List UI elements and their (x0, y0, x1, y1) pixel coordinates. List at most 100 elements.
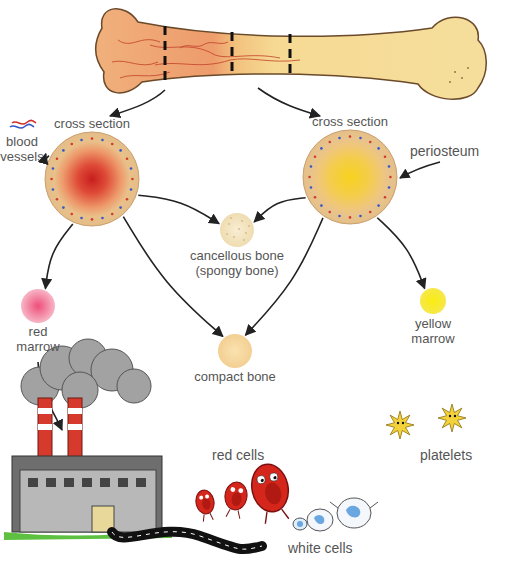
window (100, 478, 110, 487)
pore-dot (461, 77, 463, 79)
vessel-dot (101, 217, 104, 220)
vessel-dot (328, 141, 331, 144)
chimney-stripe (68, 408, 82, 414)
node-shape (42, 131, 142, 227)
node-shape (175, 212, 299, 248)
vessel-dot (384, 155, 387, 158)
sponge-pore (226, 233, 228, 235)
vessel-dot (314, 155, 317, 158)
vessel-dot (320, 147, 323, 150)
node-label: yellow marrow (405, 316, 461, 346)
sample-disc (218, 334, 252, 368)
red-cell (194, 489, 217, 523)
vessel-dot (70, 213, 73, 216)
vessel-dot (56, 198, 59, 201)
node-label: red marrow (12, 324, 64, 354)
cell-label: white cells (288, 540, 353, 556)
cell-body (247, 461, 292, 515)
platelet-eye (397, 422, 399, 424)
chimney-stripe (38, 424, 52, 430)
vessel-dot (359, 215, 362, 218)
cell-eye (256, 475, 265, 484)
cell-nucleus (346, 506, 360, 518)
cross-section-circle: cross section (300, 114, 400, 225)
sponge-pore (238, 228, 240, 230)
vessel-dot (359, 137, 362, 140)
node-shape (12, 288, 64, 324)
node-shape (0, 118, 44, 134)
vessel-dot (377, 204, 380, 207)
tissue-sample-circle: cancellous bone (spongy bone) (175, 212, 299, 278)
vessel-dot (52, 188, 55, 191)
window (28, 478, 38, 487)
tissue-sample-circle: red marrow (12, 288, 64, 354)
platelet-eye (402, 422, 404, 424)
cell-eye (238, 488, 243, 493)
cell-nucleus (297, 521, 303, 527)
cell-leg (226, 509, 230, 517)
red-cell (222, 481, 249, 520)
vessel-dot (80, 217, 83, 220)
platelet-eye (449, 415, 451, 417)
road-marking (112, 532, 262, 549)
vessel-line (155, 59, 300, 65)
node-label: cancellous bone (spongy bone) (175, 248, 299, 278)
vessel-dot (101, 139, 104, 142)
bone-pores (449, 67, 469, 83)
cell-leg (237, 510, 241, 518)
sample-disc (303, 130, 397, 224)
vessel-dot (369, 141, 372, 144)
sponge-pore (230, 217, 232, 219)
vessel-line (150, 45, 280, 58)
cell-body (223, 481, 249, 512)
arrow-connector (45, 224, 72, 288)
vessel-dot (388, 165, 391, 168)
pore-dot (449, 81, 451, 83)
factory-building (12, 456, 162, 532)
window (64, 478, 74, 487)
vessel-dot (349, 135, 352, 138)
sample-disc (45, 132, 139, 226)
sponge-pore (241, 220, 243, 222)
node-label: cross section (300, 114, 400, 129)
vessel-dot (310, 165, 313, 168)
cut-line (164, 26, 167, 80)
cut-lines (165, 26, 290, 80)
chimney-stripe (68, 424, 82, 430)
vessel-dot (389, 176, 392, 179)
white-cell (293, 518, 307, 530)
vessel-dot (50, 178, 53, 181)
vessel-dot (131, 178, 134, 181)
cut-line (231, 32, 234, 76)
sponge-pore (248, 225, 250, 227)
arrow-connector (45, 154, 49, 160)
platelet-eye (454, 415, 456, 417)
vessel-dot (310, 186, 313, 189)
vessel-dot (62, 149, 65, 152)
cell-eye (205, 494, 210, 499)
leader-arrow (400, 162, 440, 178)
chimney (68, 398, 82, 464)
vessel-dot (91, 137, 94, 140)
vessel-dot (320, 204, 323, 207)
part-label: periosteum (410, 143, 479, 159)
vessel-dot (314, 196, 317, 199)
cell-label: red cells (212, 447, 264, 463)
window (136, 478, 146, 487)
vessel-dot (130, 167, 133, 170)
vessel-dot (80, 139, 83, 142)
cell-pupil (273, 476, 277, 480)
sample-disc (420, 288, 446, 314)
window (118, 478, 128, 487)
white-cells (293, 498, 378, 531)
vessel-line (120, 72, 170, 78)
vessel-dot (377, 147, 380, 150)
vessel-dot (328, 211, 331, 214)
vessel-dot (52, 167, 55, 170)
platelets-illustration (386, 404, 466, 439)
window (46, 478, 56, 487)
arrow-connector (254, 198, 305, 222)
pore-dot (454, 71, 456, 73)
